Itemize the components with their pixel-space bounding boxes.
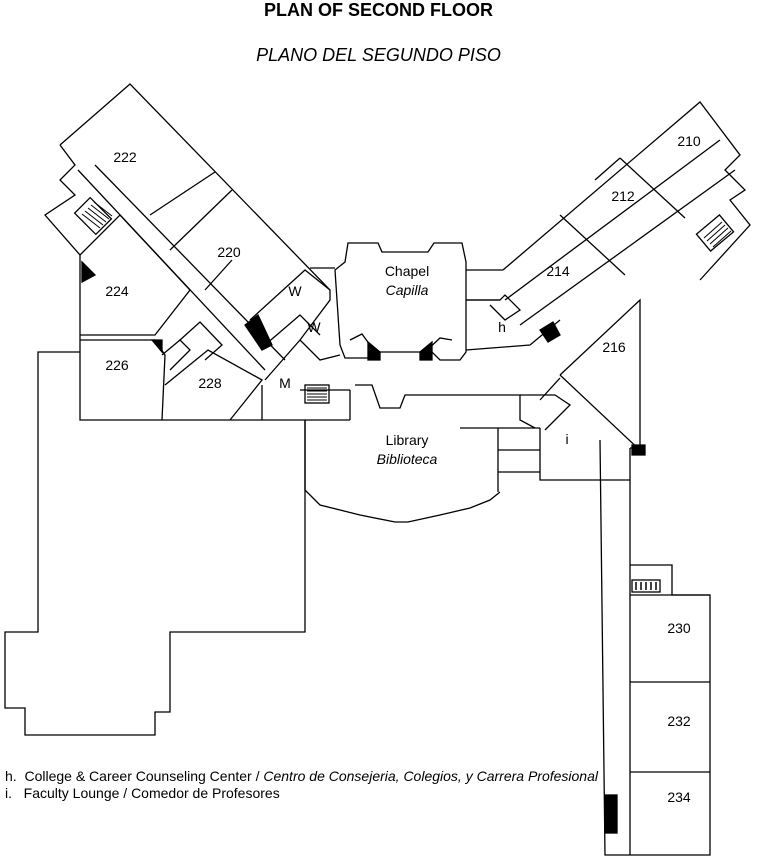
room-226-label: 226 [105, 357, 129, 373]
library-label-es: Biblioteca [377, 451, 438, 467]
legend-key-h: h. [5, 768, 17, 784]
legend-text-h-en: College & Career Counseling Center / [24, 768, 264, 784]
room-230-label: 230 [667, 620, 691, 636]
room-212-label: 212 [611, 188, 635, 204]
room-220-label: 220 [217, 244, 241, 260]
restroom-m-marker: M [279, 375, 291, 391]
right-wing [465, 101, 751, 456]
legend-text-h-es: Centro de Consejeria, Colegios, y Carrer… [263, 768, 598, 784]
plan-subtitle: PLANO DEL SEGUNDO PISO [256, 45, 501, 65]
i-marker: i [565, 431, 568, 447]
chapel-label: Chapel [385, 263, 429, 279]
room-228-label: 228 [198, 375, 222, 391]
room-216-label: 216 [602, 339, 626, 355]
room-222-label: 222 [113, 149, 137, 165]
legend-item-i: i. Faculty Lounge / Comedor de Profesore… [5, 785, 605, 802]
room-214-label: 214 [546, 263, 570, 279]
legend-key-i: i. [5, 785, 12, 801]
chapel [310, 242, 503, 361]
room-232-label: 232 [667, 713, 691, 729]
h-marker: h [498, 319, 506, 335]
room-234-label: 234 [667, 789, 691, 805]
plan-title: PLAN OF SECOND FLOOR [264, 0, 493, 20]
room-224-label: 224 [105, 283, 129, 299]
library [300, 384, 630, 523]
left-lower-block [4, 351, 306, 736]
right-corridor [599, 439, 711, 856]
room-210-label: 210 [677, 133, 701, 149]
legend-item-h: h. College & Career Counseling Center / … [5, 768, 605, 785]
chapel-label-es: Capilla [386, 282, 429, 298]
left-wing [44, 83, 350, 421]
legend-text-i-en: Faculty Lounge / Comedor de Profesores [23, 785, 280, 801]
restroom-w-marker: W [288, 283, 302, 299]
legend: h. College & Career Counseling Center / … [5, 768, 605, 802]
library-label: Library [386, 432, 429, 448]
restroom-w-marker-2: W [307, 319, 321, 335]
